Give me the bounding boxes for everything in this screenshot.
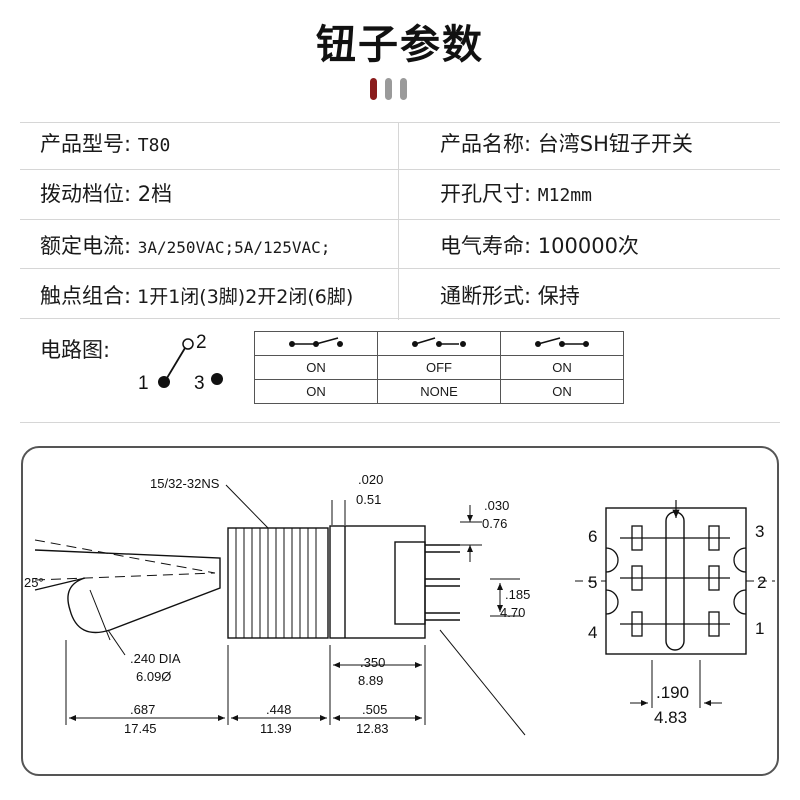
param-name: 产品名称: 台湾SH钮子开关 [440, 128, 693, 158]
param-positions: 拨动档位: 2档 [40, 178, 172, 208]
angle-label: 25° [24, 575, 44, 590]
thread-label: 15/32-32NS [150, 476, 220, 491]
param-action: 通断形式: 保持 [440, 280, 580, 310]
table-cell: ON [254, 355, 378, 380]
param-label: 产品名称: [440, 132, 532, 156]
param-value: M12mm [537, 185, 592, 206]
param-value: 100000次 [537, 234, 639, 258]
dim-350-mm: 8.89 [358, 673, 383, 688]
param-label: 拨动档位: [40, 182, 132, 206]
divider [20, 122, 780, 123]
dim-020-mm: 0.51 [356, 492, 381, 507]
param-model: 产品型号: T80 [40, 128, 170, 158]
param-label: 开孔尺寸: [440, 182, 532, 206]
pin-number-6: 6 [588, 527, 597, 546]
switch-state-left [254, 331, 378, 356]
switch-config-table: ON OFF ON ON NONE ON [254, 331, 624, 404]
column-divider [398, 122, 399, 320]
param-rated-current: 额定电流: 3A/250VAC;5A/125VAC; [40, 230, 330, 260]
table-cell: ON [500, 355, 624, 380]
param-hole-size: 开孔尺寸: M12mm [440, 178, 592, 208]
divider [20, 318, 780, 319]
divider [20, 219, 780, 220]
pin-2-terminal [182, 338, 194, 350]
thread-lines [235, 528, 317, 638]
table-cell: ON [254, 379, 378, 404]
divider [20, 268, 780, 269]
accent-dot-gray [385, 78, 392, 100]
title-accent-dots [370, 78, 407, 100]
dim-190-in: .190 [656, 683, 689, 702]
circuit-symbol: 2 1 3 [138, 332, 223, 394]
dim-240-mm: 6.09Ø [136, 669, 171, 684]
table-row: ON OFF ON [254, 355, 624, 380]
param-label: 通断形式: [440, 284, 532, 308]
switch-state-right [500, 331, 624, 356]
param-label: 额定电流: [40, 234, 132, 258]
param-label: 电气寿命: [440, 234, 532, 258]
param-value: 保持 [537, 284, 580, 308]
dim-448-mm: 11.39 [260, 721, 292, 736]
pin-label-3: 3 [194, 373, 205, 394]
dim-687-mm: 17.45 [124, 721, 157, 736]
accent-dot-red [370, 78, 377, 100]
param-life: 电气寿命: 100000次 [440, 230, 639, 260]
lever-centerline [34, 572, 216, 581]
dim-505-mm: 12.83 [356, 721, 389, 736]
param-contacts: 触点组合: 1开1闭(3脚)2开2闭(6脚) [40, 280, 353, 310]
dim-030-mm: 0.76 [482, 516, 507, 531]
param-value: 2档 [137, 182, 173, 206]
dim-020-in: .020 [358, 472, 383, 487]
dim-185-mm: 4.70 [500, 605, 525, 620]
pin-number-2: 2 [757, 573, 766, 592]
table-cell: OFF [377, 355, 501, 380]
dim-687-in: .687 [130, 702, 155, 717]
accent-dot-gray [400, 78, 407, 100]
param-label: 触点组合: [40, 284, 132, 308]
pin-label-1: 1 [138, 373, 149, 394]
param-label: 产品型号: [40, 132, 132, 156]
param-value: 台湾SH钮子开关 [537, 132, 693, 156]
pin-number-5: 5 [588, 573, 597, 592]
technical-drawing: 15/32-32NS 25° .020 0.51 .030 0.76 .185 … [24, 472, 775, 736]
dim-190-mm: 4.83 [654, 708, 687, 727]
drawing-frame [21, 446, 779, 776]
param-value: 3A/250VAC;5A/125VAC; [137, 238, 331, 257]
dim-448-in: .448 [266, 702, 291, 717]
pin-1-terminal [158, 376, 170, 388]
dim-185-in: .185 [505, 587, 530, 602]
divider [20, 169, 780, 170]
divider [20, 422, 780, 423]
threaded-bushing [227, 527, 329, 639]
dim-030-in: .030 [484, 498, 509, 513]
page-title: 钮子参数 [316, 22, 484, 68]
pin-3-terminal [211, 373, 223, 385]
pin-number-1: 1 [755, 619, 764, 638]
table-row: ON NONE ON [254, 379, 624, 404]
pin-number-3: 3 [755, 522, 764, 541]
dim-240-in: .240 DIA [130, 651, 181, 666]
pin-layout-outline [605, 507, 747, 655]
table-cell: NONE [377, 379, 501, 404]
pin-label-2: 2 [196, 332, 207, 353]
pin-number-4: 4 [588, 623, 597, 642]
table-row [254, 331, 624, 356]
dim-350-in: .350 [360, 655, 385, 670]
circuit-label: 电路图: [40, 338, 111, 362]
switch-state-center [377, 331, 501, 356]
param-value: 1开1闭(3脚)2开2闭(6脚) [137, 286, 354, 308]
dim-505-in: .505 [362, 702, 387, 717]
switch-body [329, 525, 426, 639]
param-value: T80 [137, 135, 171, 156]
table-cell: ON [500, 379, 624, 404]
lever-outline [34, 549, 221, 634]
